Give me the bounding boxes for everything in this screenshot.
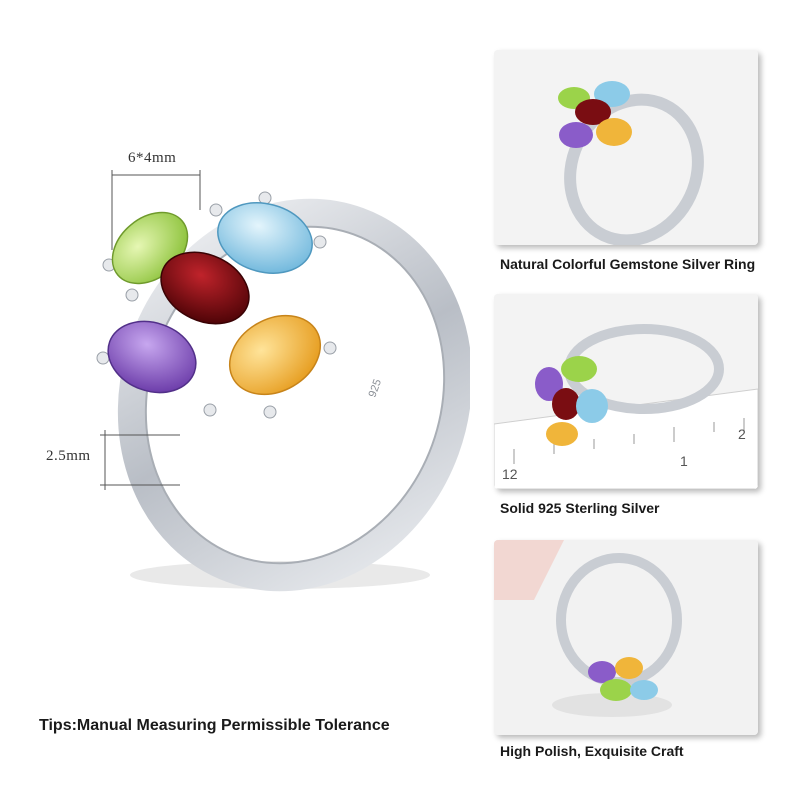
hallmark-stamp: 925 bbox=[367, 378, 385, 399]
ruler-mark-1: 1 bbox=[680, 453, 688, 469]
ring-on-ruler-view: 12 1 2 bbox=[494, 294, 758, 489]
ruler-ticks bbox=[513, 418, 745, 464]
ring-back-view bbox=[494, 540, 758, 735]
main-ring-image: 925 bbox=[30, 120, 470, 600]
band-width-label: 2.5mm bbox=[46, 448, 91, 464]
ring-illustration: 925 bbox=[96, 170, 470, 592]
stone-size-label: 6*4mm bbox=[128, 150, 177, 166]
detail-panel-middle: 12 1 2 bbox=[494, 294, 758, 489]
tips-text: Tips:Manual Measuring Permissible Tolera… bbox=[39, 717, 390, 734]
ring-angle-view bbox=[494, 50, 758, 245]
detail-panel-top bbox=[494, 50, 758, 245]
blue-topaz-stone bbox=[217, 202, 313, 274]
caption-gemstone-ring: Natural Colorful Gemstone Silver Ring bbox=[500, 256, 756, 272]
dimension-lines bbox=[100, 170, 201, 490]
citrine-stone bbox=[228, 314, 322, 396]
detail-panel-bottom bbox=[494, 540, 758, 735]
amethyst-stone bbox=[107, 320, 197, 394]
ruler-mark-2: 2 bbox=[738, 426, 746, 442]
garnet-stone bbox=[160, 251, 250, 325]
caption-sterling-silver: Solid 925 Sterling Silver bbox=[500, 500, 660, 516]
ruler-mark-12: 12 bbox=[502, 466, 518, 482]
caption-high-polish: High Polish, Exquisite Craft bbox=[500, 743, 684, 759]
